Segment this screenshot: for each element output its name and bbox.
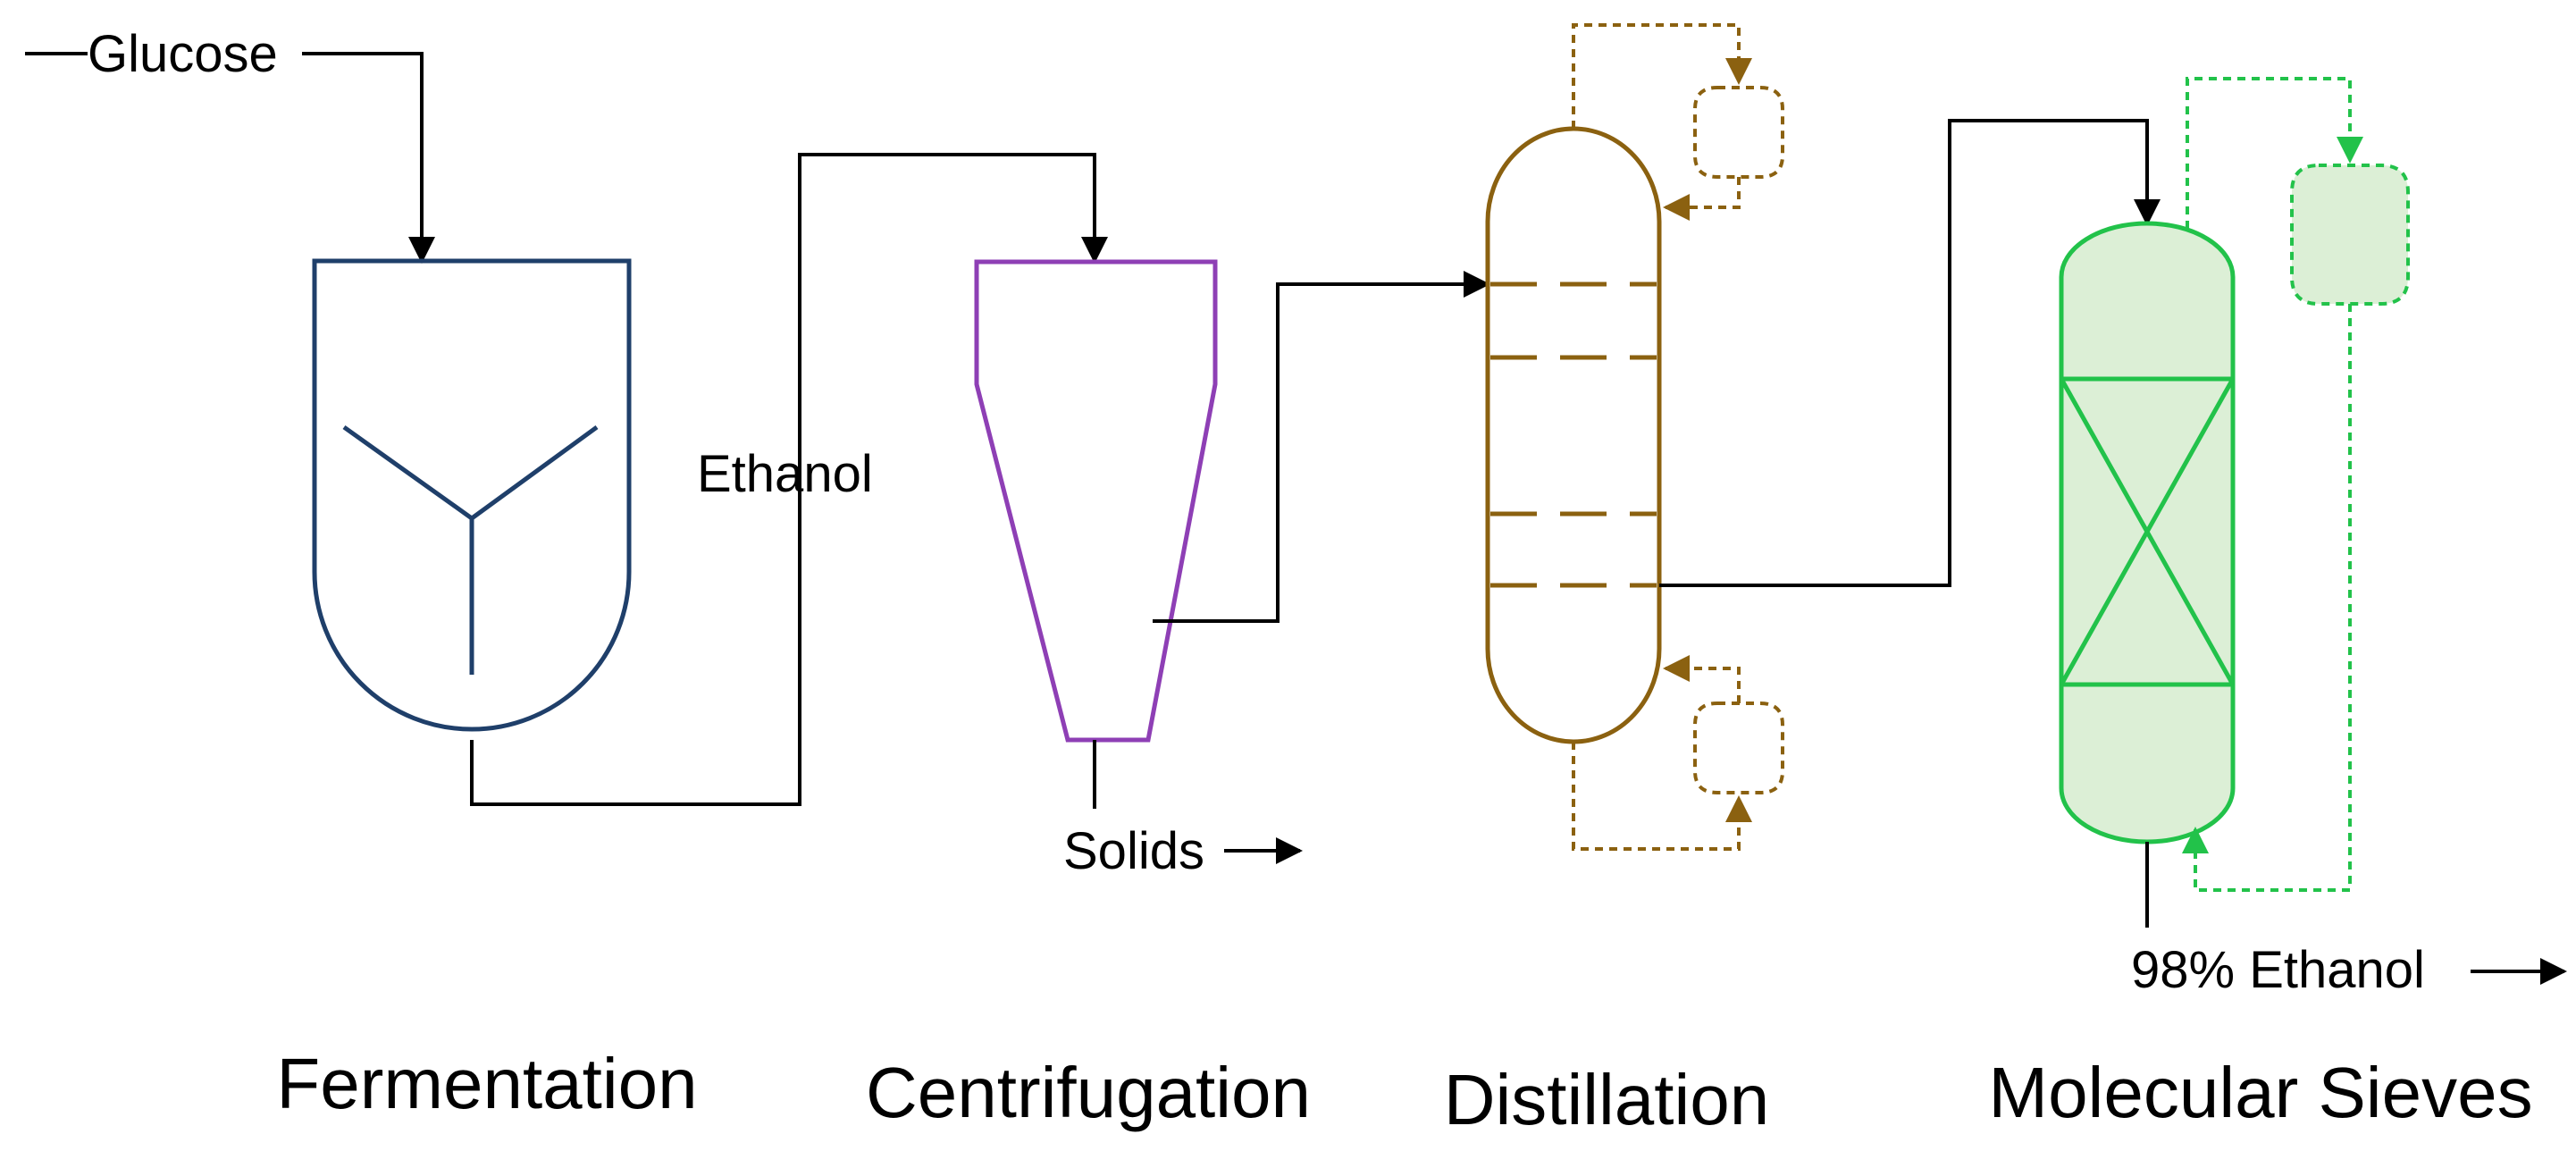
fermenter-vessel: [312, 258, 632, 732]
ethanol-stream-line: [470, 153, 1108, 806]
stage-label-fermentation: Fermentation: [276, 1044, 697, 1123]
glucose-feed-line: [25, 52, 435, 264]
molecular-sieve-vessel: [2059, 221, 2236, 844]
stage-label-distillation: Distillation: [1444, 1060, 1770, 1139]
centrifuge-to-column-line: [1153, 271, 1490, 623]
product-label: 98% Ethanol: [2131, 941, 2425, 999]
packed-bed: [2059, 376, 2236, 687]
glucose-label: Glucose: [88, 25, 278, 83]
ethanol-label: Ethanol: [697, 445, 873, 503]
stage-label-molecular-sieves: Molecular Sieves: [1988, 1053, 2532, 1132]
solids-label: Solids: [1063, 822, 1204, 880]
condenser-reflux-loop: [1572, 23, 1784, 221]
stage-label-centrifugation: Centrifugation: [866, 1053, 1311, 1132]
centrifuge: [974, 259, 1218, 743]
column-trays: [1490, 281, 1657, 588]
reboiler-loop: [1572, 655, 1784, 851]
sieve-regeneration-loop: [2182, 77, 2410, 892]
distillation-column: [1485, 126, 1662, 744]
column-to-sieves-line: [1659, 119, 2161, 587]
